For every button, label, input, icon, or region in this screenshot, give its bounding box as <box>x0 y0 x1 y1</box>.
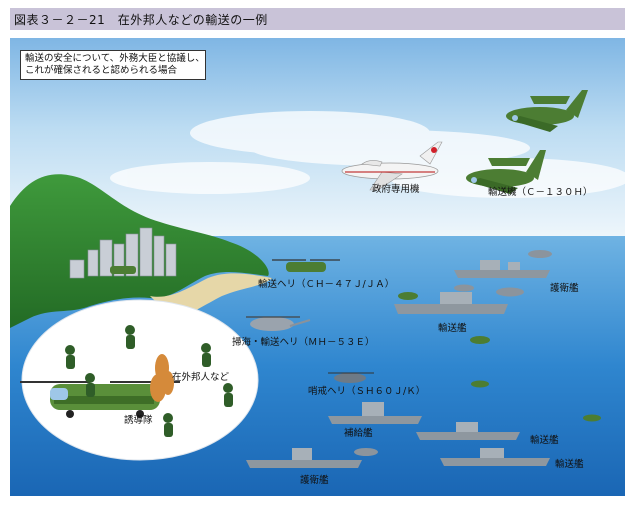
c130-plane-1 <box>506 90 588 132</box>
label-transport-ship-3: 輸送艦 <box>555 459 584 470</box>
supply-ship <box>328 402 422 424</box>
scene-svg <box>10 38 625 496</box>
transport-ship-2 <box>416 422 520 440</box>
label-c130: 輸送機（Ｃ－１３０Ｈ） <box>488 187 593 198</box>
evacuation-inset-oval <box>21 299 259 461</box>
label-citizens: 在外邦人など <box>172 372 230 383</box>
ch47-helicopter-air <box>272 259 340 272</box>
condition-note-box: 輸送の安全について、外務大臣と協議し、 これが確保されると認められる場合 <box>20 50 206 80</box>
label-escort-ship-bottom: 護衛艦 <box>300 475 329 486</box>
figure-title-bar: 図表３－２－21 在外邦人などの輸送の一例 <box>10 8 625 30</box>
transport-ship-1 <box>394 292 508 314</box>
label-mh53e: 掃海・輸送ヘリ（ＭＨ－５３Ｅ） <box>232 337 375 348</box>
mh53e-helicopter <box>246 316 311 331</box>
grey-helicopters <box>354 250 552 456</box>
government-plane <box>341 141 443 191</box>
illustration-scene <box>10 38 625 496</box>
figure-title: 図表３－２－21 在外邦人などの輸送の一例 <box>14 12 268 27</box>
note-line-2: これが確保されると認められる場合 <box>25 65 178 76</box>
small-helicopters <box>398 292 601 422</box>
label-transport-ship-1: 輸送艦 <box>438 323 467 334</box>
inset-civilians <box>150 354 174 402</box>
inset-soldiers <box>65 325 233 437</box>
label-transport-ship-2: 輸送艦 <box>530 435 559 446</box>
c130-plane-2 <box>466 150 546 194</box>
transport-ship-3 <box>440 448 550 466</box>
label-government-plane: 政府専用機 <box>372 184 420 195</box>
coast-hills <box>10 174 269 328</box>
escort-ship-top <box>454 260 550 278</box>
label-ch47: 輸送ヘリ（ＣＨ－４７Ｊ/ＪＡ） <box>258 279 395 290</box>
label-sh60: 哨戒ヘリ（ＳＨ６０Ｊ/Ｋ） <box>308 386 426 397</box>
label-escort-ship-top: 護衛艦 <box>550 283 579 294</box>
note-line-1: 輸送の安全について、外務大臣と協議し、 <box>25 53 205 64</box>
ch47-helicopter-shore <box>110 266 136 274</box>
inset-ch47-helicopter <box>20 381 180 418</box>
label-escort-unit: 誘導隊 <box>124 415 153 426</box>
label-supply-ship: 補給艦 <box>344 428 373 439</box>
sh60-helicopter <box>328 372 374 383</box>
escort-ship-bottom <box>246 448 362 468</box>
city-buildings <box>69 227 177 279</box>
